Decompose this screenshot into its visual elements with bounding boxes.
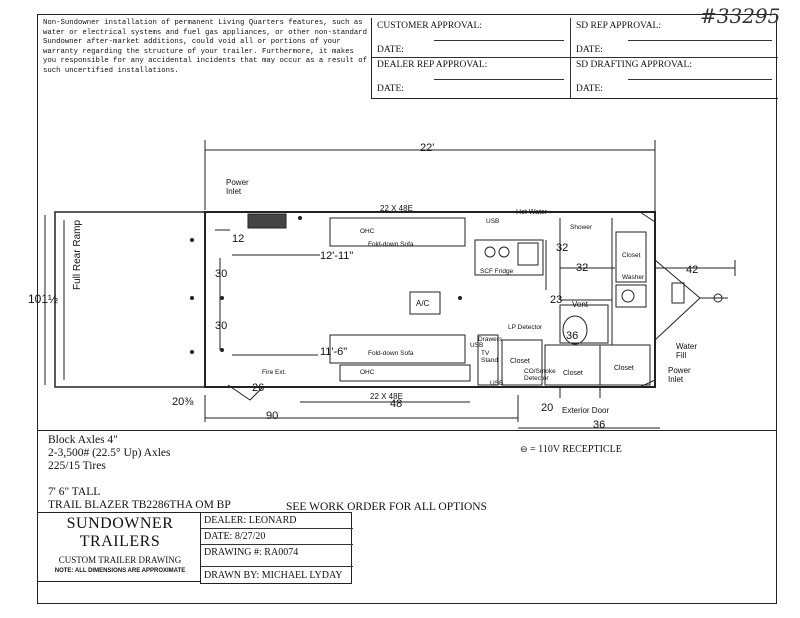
receptacle-legend-text: = 110V RECEPTICLE <box>530 444 622 455</box>
customer-date-label: DATE: <box>377 45 404 55</box>
sofa-bottom-label: Fold-down Sofa <box>368 350 414 357</box>
fridge-label: SCF Fridge <box>480 268 514 275</box>
usb-bottom-label: USB <box>470 342 484 349</box>
axle-rating-spec: 2-3,500# (22.5° Up) Axles <box>48 447 171 459</box>
dim-32b: 32 <box>576 262 589 274</box>
customer-approval-label: CUSTOMER APPROVAL: <box>377 21 482 31</box>
dim-48: 48 <box>390 398 403 410</box>
water-fill-label: Water Fill <box>676 342 698 360</box>
hot-water-label: Hot Water <box>516 209 548 216</box>
company-block: SUNDOWNER TRAILERS CUSTOM TRAILER DRAWIN… <box>37 512 201 582</box>
company-line2: TRAILERS <box>79 533 161 550</box>
shower-tank <box>615 231 647 283</box>
galley-counter <box>474 239 544 276</box>
dim-23: 23 <box>550 294 563 306</box>
drawing-type: CUSTOM TRAILER DRAWING <box>58 555 182 565</box>
usb-top-label: USB <box>486 218 500 225</box>
usb-bottom2-label: USB <box>490 380 504 387</box>
window-top-label: 22 X 48E <box>380 204 413 213</box>
ac-label: A/C <box>416 299 430 308</box>
dim-20-3-8: 20⅜ <box>172 396 194 408</box>
sofa-top <box>329 217 466 247</box>
sd-rep-date-label: DATE: <box>576 45 603 55</box>
handwritten-number: #33295 <box>700 4 781 28</box>
warranty-disclaimer: Non-Sundowner installation of permanent … <box>43 19 368 75</box>
power-inlet-top-box <box>247 213 287 229</box>
sofa-top-label: Fold-down Sofa <box>368 241 414 248</box>
shower-label: Shower <box>570 224 593 231</box>
dimension-note: NOTE: ALL DIMENSIONS ARE APPROXIMATE <box>54 568 186 574</box>
lp-detector-label: LP Detector <box>508 324 543 331</box>
rear-ramp <box>54 211 206 388</box>
drawers-label: Drawers <box>478 336 503 343</box>
power-inlet-bottom-label: Power Inlet <box>668 366 691 384</box>
receptacle-icon: ⊖ <box>520 444 528 454</box>
ramp-label: Full Rear Ramp <box>72 219 83 290</box>
ac-unit <box>409 291 441 315</box>
height-spec: 7' 6" TALL <box>48 486 101 498</box>
dim-30a: 30 <box>215 268 228 280</box>
washer-label: Washer <box>622 274 645 281</box>
dim-42: 42 <box>686 264 699 276</box>
closet-low2-label: Closet <box>614 365 634 372</box>
tires-spec: 225/15 Tires <box>48 460 106 472</box>
closet-right-label: Closet <box>622 252 641 259</box>
fire-ext-label: Fire Ext. <box>262 369 287 376</box>
axles-spec: Block Axles 4" <box>48 434 118 446</box>
dealer-field: DEALER: LEONARD <box>204 515 297 526</box>
ohc-bottom-box <box>339 364 471 382</box>
sd-rep-approval-label: SD REP APPROVAL: <box>576 21 662 31</box>
dim-12: 12 <box>232 233 245 245</box>
dim-90: 90 <box>266 410 279 422</box>
dim-12-11: 12'-11" <box>320 250 354 262</box>
receptacle-legend: ⊖ = 110V RECEPTICLE <box>520 444 622 455</box>
dim-30b: 30 <box>215 320 228 332</box>
ohc-bottom-label: OHC <box>360 369 375 376</box>
tv-stand-label: TV Stand <box>481 350 498 364</box>
overall-length-label: 22' <box>420 142 435 154</box>
drawing-info-block: DEALER: LEONARD DATE: 8/27/20 DRAWING #:… <box>200 512 353 584</box>
width-label: 101½ <box>28 292 59 306</box>
co-detector-label: CO/Smoke Detector <box>524 368 556 382</box>
dealer-rep-date-label: DATE: <box>377 84 404 94</box>
model-spec: TRAIL BLAZER TB2286THA OM BP <box>48 499 231 511</box>
drawing-frame <box>37 14 777 604</box>
vent-label: Vent <box>572 300 589 309</box>
closet-low-label: Closet <box>563 370 583 377</box>
drawing-number-field: DRAWING #: RA0074 <box>204 547 299 558</box>
dim-26: 26 <box>252 382 265 394</box>
date-field: DATE: 8/27/20 <box>204 531 266 542</box>
closet-mid <box>501 339 543 386</box>
window-bottom-label: 22 X 48E <box>370 392 403 401</box>
ohc-top-label: OHC <box>360 228 375 235</box>
dim-32a: 32 <box>556 242 569 254</box>
dealer-rep-approval-label: DEALER REP APPROVAL: <box>377 60 488 70</box>
sd-drafting-date-label: DATE: <box>576 84 603 94</box>
power-inlet-label: Power Inlet <box>226 178 249 196</box>
closet-mid-label: Closet <box>510 358 530 365</box>
exterior-door-label: Exterior Door <box>562 406 610 415</box>
closet-low2 <box>599 344 651 386</box>
dim-36b: 36 <box>593 419 606 431</box>
sd-drafting-approval-label: SD DRAFTING APPROVAL: <box>576 60 692 70</box>
dim-11-6: 11'-6" <box>320 346 348 358</box>
dim-20: 20 <box>541 402 554 414</box>
drawn-by-field: DRAWN BY: MICHAEL LYDAY <box>204 570 343 581</box>
dim-36a: 36 <box>566 330 579 342</box>
approval-grid: CUSTOMER APPROVAL: DATE: SD REP APPROVAL… <box>371 18 778 99</box>
section-divider <box>37 430 777 431</box>
company-line1: SUNDOWNER <box>66 515 174 532</box>
toilet <box>562 315 588 345</box>
sofa-bottom <box>329 334 466 364</box>
work-order-note: SEE WORK ORDER FOR ALL OPTIONS <box>286 501 487 513</box>
